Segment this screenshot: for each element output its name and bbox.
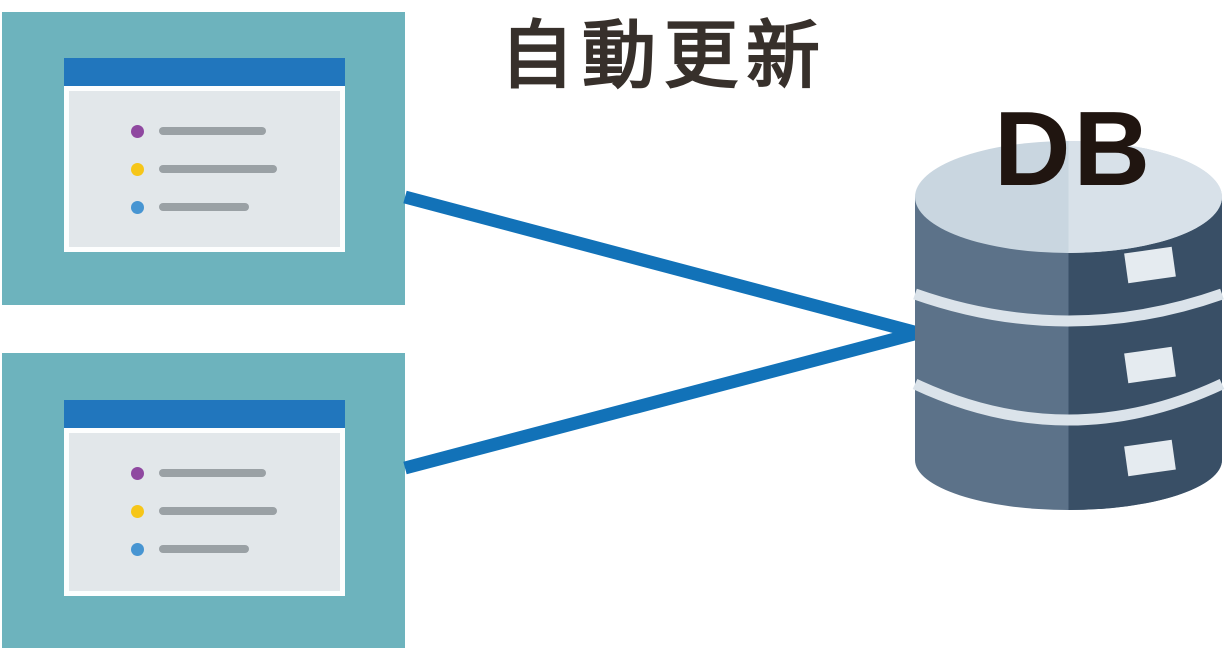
window-titlebar xyxy=(64,58,345,86)
bullet-icon xyxy=(131,466,144,480)
bullet-icon xyxy=(131,504,144,518)
connector-line-bottom xyxy=(403,326,920,475)
list-item xyxy=(131,162,277,176)
db-label: DB xyxy=(994,90,1154,208)
db-separator-band-1 xyxy=(913,288,1224,327)
text-line-placeholder xyxy=(159,203,249,211)
bullet-icon xyxy=(131,124,144,138)
text-line-placeholder xyxy=(159,545,249,553)
text-line-placeholder xyxy=(159,469,266,477)
db-drawer-handle-1 xyxy=(1124,246,1176,284)
list-item xyxy=(131,466,266,480)
list-item xyxy=(131,200,249,214)
app-window-1 xyxy=(64,58,345,252)
list-item xyxy=(131,504,277,518)
list-item xyxy=(131,542,249,556)
text-line-placeholder xyxy=(159,507,277,515)
db-top-ellipse-right-half xyxy=(1068,141,1222,254)
list-item xyxy=(131,124,266,138)
text-line-placeholder xyxy=(159,127,266,135)
bullet-icon xyxy=(131,542,144,556)
window-body xyxy=(69,91,340,247)
text-line-placeholder xyxy=(159,165,277,173)
app-window-2 xyxy=(64,400,345,596)
diagram-title: 自動更新 xyxy=(500,14,828,97)
window-titlebar xyxy=(64,400,345,428)
db-drawer-handle-3 xyxy=(1124,439,1176,477)
window-body xyxy=(69,433,340,591)
database-icon xyxy=(912,141,1225,510)
connector-line-top xyxy=(403,190,920,340)
bullet-icon xyxy=(131,162,144,176)
db-drawer-handle-2 xyxy=(1124,346,1176,384)
db-separator-band-2 xyxy=(912,379,1225,426)
bullet-icon xyxy=(131,200,144,214)
